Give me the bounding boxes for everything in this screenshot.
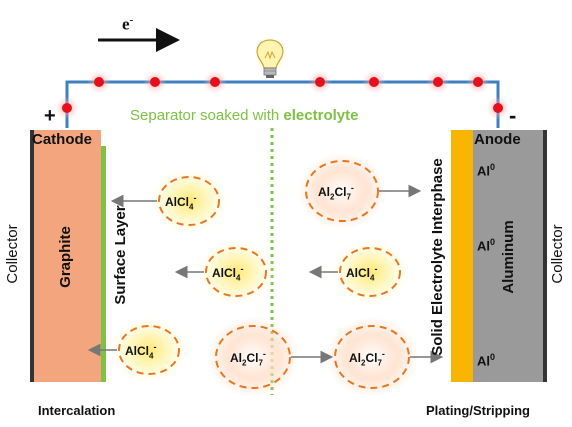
electron-node — [473, 77, 483, 87]
al0-label: Al0 — [477, 352, 495, 368]
cathode-collector-bar — [30, 130, 34, 382]
separator-caption-prefix: Separator soaked with — [130, 107, 284, 124]
ion-ring — [158, 176, 220, 226]
aluminum-label: Aluminum — [500, 220, 517, 294]
electron-charge: - — [129, 14, 134, 26]
electron-node — [94, 77, 104, 87]
anode-title: Anode — [474, 131, 521, 148]
al0-sup: 0 — [490, 162, 496, 172]
surface-layer-strip — [101, 146, 106, 382]
electron-node — [433, 77, 443, 87]
alcl4-ion-label: AlCl4- — [346, 264, 378, 283]
separator-caption-emphasis: electrolyte — [283, 107, 359, 124]
graphite-label: Graphite — [57, 226, 74, 288]
al2cl7-ion-label: Al2Cl7- — [349, 349, 385, 368]
al0-label: Al0 — [477, 162, 495, 178]
electron-node — [150, 77, 160, 87]
positive-terminal: + — [44, 105, 56, 127]
electron-node — [315, 77, 325, 87]
alcl4-ion-label: AlCl4- — [165, 193, 197, 212]
al0-base: Al — [477, 163, 490, 179]
ion-ring — [205, 247, 267, 297]
sei-label: Solid Electrolyte Interphase — [429, 158, 446, 356]
electron-node — [62, 103, 72, 113]
al0-sup: 0 — [490, 352, 496, 362]
electron-label: e- — [122, 14, 133, 35]
sei-strip — [451, 130, 473, 382]
graphite-electrode — [34, 130, 101, 382]
electron-nodes — [55, 70, 510, 120]
alcl4-ion-label: AlCl4- — [212, 264, 244, 283]
ion-flow-arrows — [87, 184, 444, 364]
ion-ring — [339, 247, 401, 297]
plating-stripping-label: Plating/Stripping — [426, 403, 530, 418]
aluminum-electrode — [473, 130, 543, 382]
intercalation-label: Intercalation — [38, 403, 116, 418]
anode-collector-label: Collector — [549, 224, 566, 284]
electron-node — [210, 77, 220, 87]
al2cl7-ion-label: Al2Cl7- — [318, 183, 354, 202]
ion-ring — [334, 325, 410, 389]
lightbulb-icon — [254, 39, 286, 78]
al0-base: Al — [477, 353, 490, 369]
separator-caption: Separator soaked with electrolyte — [130, 107, 358, 124]
al2cl7-ion-label: Al2Cl7- — [230, 349, 266, 368]
cathode-title: Cathode — [32, 131, 92, 148]
al0-label: Al0 — [477, 237, 495, 253]
anode-collector-bar — [543, 130, 547, 382]
electron-symbol: e — [122, 14, 130, 34]
ion-rings — [118, 160, 410, 389]
electron-node — [369, 77, 379, 87]
al0-sup: 0 — [490, 237, 496, 247]
electron-node — [493, 103, 503, 113]
alcl4-ion-label: AlCl4- — [125, 342, 157, 361]
al2cl7-ion-glows — [207, 153, 418, 397]
ion-ring — [118, 325, 180, 375]
cathode-collector-label: Collector — [4, 224, 21, 284]
surface-layer-label: Surface Layer — [112, 205, 129, 305]
negative-terminal: - — [509, 103, 517, 128]
ion-ring — [305, 160, 379, 222]
ion-ring — [215, 325, 291, 389]
al0-base: Al — [477, 238, 490, 254]
